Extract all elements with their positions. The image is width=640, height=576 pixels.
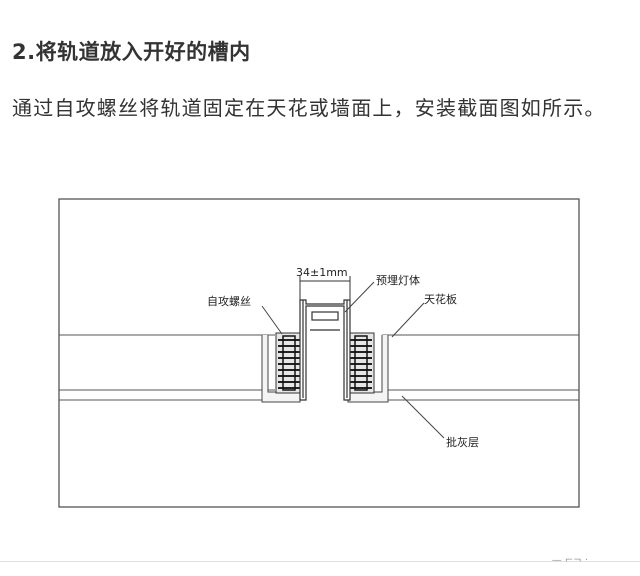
section-title: 2.将轨道放入开好的槽内: [12, 40, 251, 64]
section-description: 通过自攻螺丝将轨道固定在天花或墙面上，安装截面图如所示。: [12, 96, 606, 120]
label-self-tapping-screw: 自攻螺丝: [207, 294, 251, 308]
watermark-icon: — ⌐¬ ·: [551, 555, 588, 566]
left-screw: [275, 332, 303, 394]
diagram-frame: [58, 198, 580, 508]
track-channel: [299, 299, 351, 401]
label-ceiling-board: 天花板: [424, 292, 457, 306]
right-screw: [347, 332, 375, 394]
dimension-label: 34±1mm: [296, 266, 348, 279]
page-divider: [0, 561, 640, 562]
label-embedded-light-body: 预埋灯体: [376, 273, 420, 287]
leader-lines: [261, 281, 445, 439]
label-putty-layer: 批灰层: [446, 435, 479, 449]
dimension-marker: [299, 276, 351, 300]
